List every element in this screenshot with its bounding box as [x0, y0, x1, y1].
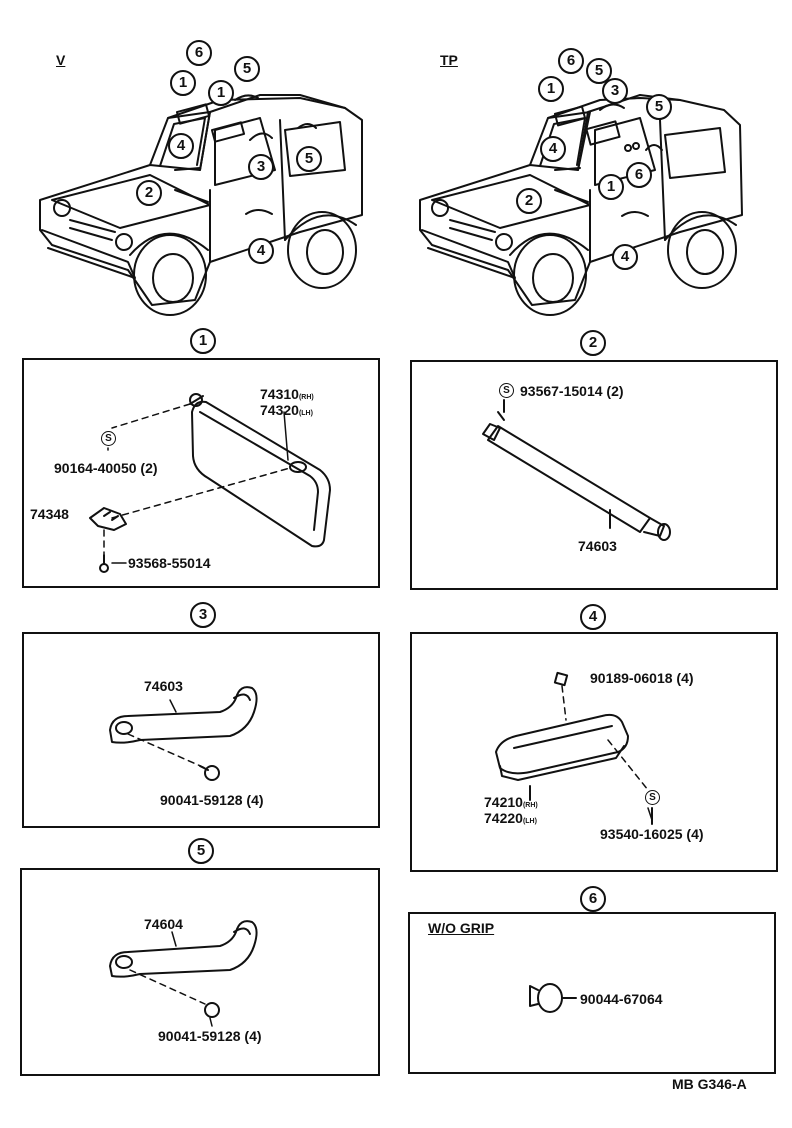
panel-grip-5 — [20, 868, 380, 1076]
panel-assist-bar — [410, 360, 778, 590]
part-74603[interactable]: 74603 — [578, 538, 617, 554]
callout-3[interactable]: 3 — [602, 78, 628, 104]
part-93568-55014[interactable]: 93568-55014 — [128, 555, 211, 571]
callout-2[interactable]: 2 — [136, 180, 162, 206]
panel-sun-visor — [22, 358, 380, 588]
part-90041-59128[interactable]: 90041-59128 (4) — [158, 1028, 262, 1044]
callout-4[interactable]: 4 — [612, 244, 638, 270]
s-symbol: S — [499, 383, 514, 398]
part-74210[interactable]: 74210(RH) — [484, 794, 538, 810]
part-90041-59128[interactable]: 90041-59128 (4) — [160, 792, 264, 808]
without-grip-tag: W/O GRIP — [428, 920, 495, 936]
section-number-3: 3 — [190, 602, 216, 628]
part-number: 74310 — [260, 386, 299, 402]
section-number-6: 6 — [580, 886, 606, 912]
section-number-1: 1 — [190, 328, 216, 354]
part-74348[interactable]: 74348 — [30, 506, 69, 522]
plug-drawing — [529, 983, 577, 1013]
vehicle-v-drawing — [39, 94, 363, 316]
part-74220[interactable]: 74220(LH) — [484, 810, 537, 826]
callout-6[interactable]: 6 — [558, 48, 584, 74]
part-number: 74210 — [484, 794, 523, 810]
s-symbol: S — [645, 790, 660, 805]
part-number: 74320 — [260, 402, 299, 418]
sun-visor-drawing — [89, 393, 331, 573]
callout-4[interactable]: 4 — [248, 238, 274, 264]
callout-5[interactable]: 5 — [296, 146, 322, 172]
part-93540-16025[interactable]: 93540-16025 (4) — [600, 826, 704, 842]
part-90164-40050[interactable]: 90164-40050 (2) — [54, 460, 158, 476]
figure-code: MB G346-A — [672, 1076, 747, 1092]
part-90044-67064[interactable]: 90044-67064 — [580, 991, 663, 1007]
callout-6[interactable]: 6 — [186, 40, 212, 66]
part-74310[interactable]: 74310(RH) — [260, 386, 314, 402]
callout-1[interactable]: 1 — [208, 80, 234, 106]
part-74604[interactable]: 74604 — [144, 916, 183, 932]
callout-4[interactable]: 4 — [168, 133, 194, 159]
part-93567-15014[interactable]: 93567-15014 (2) — [520, 383, 624, 399]
section-number-4: 4 — [580, 604, 606, 630]
callout-5[interactable]: 5 — [646, 94, 672, 120]
side-rh: (RH) — [522, 802, 538, 809]
assist-bar-drawing — [482, 399, 671, 541]
part-74603[interactable]: 74603 — [144, 678, 183, 694]
side-lh: (LH) — [522, 818, 537, 825]
part-90189-06018[interactable]: 90189-06018 (4) — [590, 670, 694, 686]
section-number-2: 2 — [580, 330, 606, 356]
part-74320[interactable]: 74320(LH) — [260, 402, 313, 418]
variant-tp-label: TP — [440, 52, 458, 68]
callout-4[interactable]: 4 — [540, 136, 566, 162]
panel-plug — [408, 912, 776, 1074]
section-number-5: 5 — [188, 838, 214, 864]
callout-1[interactable]: 1 — [598, 174, 624, 200]
variant-v-label: V — [56, 52, 66, 68]
callout-2[interactable]: 2 — [516, 188, 542, 214]
part-number: 74220 — [484, 810, 523, 826]
side-lh: (LH) — [298, 410, 313, 417]
side-rh: (RH) — [298, 394, 314, 401]
callout-5[interactable]: 5 — [234, 56, 260, 82]
s-symbol: S — [101, 431, 116, 446]
callout-3[interactable]: 3 — [248, 154, 274, 180]
section1-leaders — [107, 411, 289, 564]
panel-grip-3 — [22, 632, 380, 828]
panel-grip-4 — [410, 632, 778, 872]
callout-1[interactable]: 1 — [538, 76, 564, 102]
vehicle-tp-drawing — [419, 94, 743, 316]
callout-6[interactable]: 6 — [626, 162, 652, 188]
callout-1[interactable]: 1 — [170, 70, 196, 96]
section1-leader-lines — [103, 403, 291, 555]
